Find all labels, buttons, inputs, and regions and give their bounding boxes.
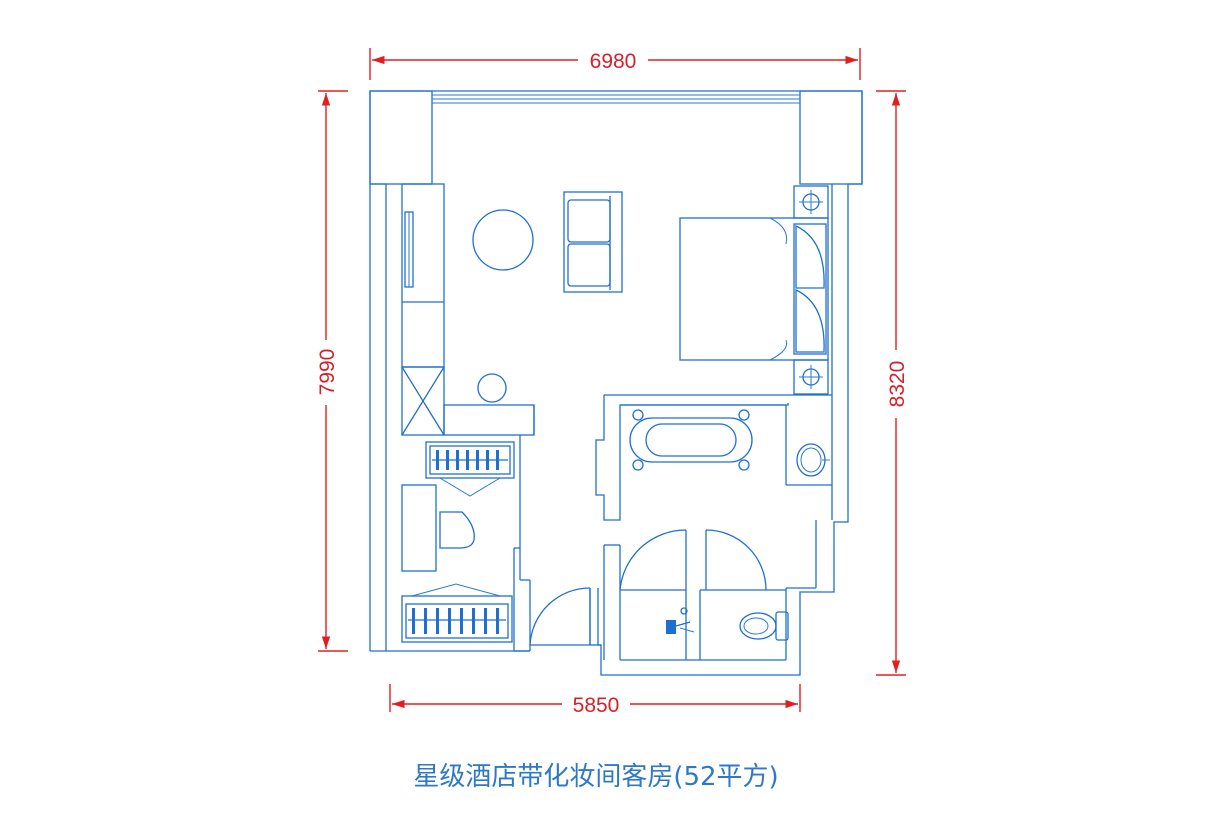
vanity-stool <box>477 373 507 403</box>
bathtub <box>629 409 753 471</box>
toilet <box>739 611 789 641</box>
double-bed <box>679 217 829 361</box>
dimension-bottom-label: 5850 <box>573 694 620 717</box>
shower-door <box>619 529 687 591</box>
dimension-top: 6980 <box>369 48 861 80</box>
dimension-right: 8320 <box>876 90 909 676</box>
makeup-area <box>401 484 475 572</box>
round-table <box>472 209 534 271</box>
bedside-lamp-bottom <box>793 359 829 395</box>
hanging-rack-upper <box>425 441 515 497</box>
walls <box>369 90 863 676</box>
tv-cabinet <box>401 183 445 368</box>
wash-basin <box>796 443 830 477</box>
plan-caption: 星级酒店带化妆间客房(52平方) <box>413 762 778 792</box>
dimension-left: 7990 <box>316 90 348 652</box>
sofa <box>563 191 623 293</box>
hanging-rack-lower <box>401 583 513 643</box>
vanity-desk <box>443 373 535 548</box>
dimension-top-label: 6980 <box>590 50 637 73</box>
dimension-right-label: 8320 <box>886 361 909 408</box>
wardrobe-cross <box>401 366 445 436</box>
bedside-lamp-top <box>793 185 829 219</box>
shower-fixture <box>666 607 695 634</box>
dimension-bottom: 5850 <box>389 684 801 717</box>
entrance-door <box>529 587 591 646</box>
wc-door <box>705 529 767 591</box>
dimension-left-label: 7990 <box>316 349 339 396</box>
